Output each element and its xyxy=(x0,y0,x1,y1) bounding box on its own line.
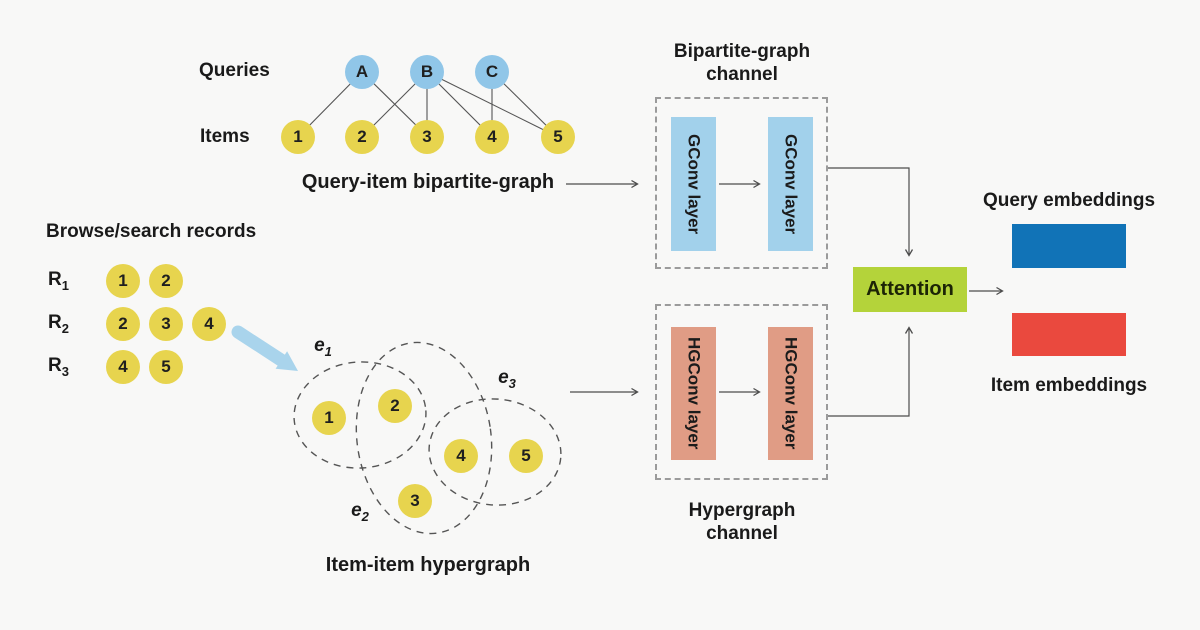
hgconv-layer-1: HGConv layer xyxy=(671,327,716,460)
item-node-3: 3 xyxy=(410,120,444,154)
e2-sub: 2 xyxy=(361,508,369,524)
item-node-2: 2 xyxy=(345,120,379,154)
flow-arrows xyxy=(566,167,1004,417)
hyperedge-e3-ellipse xyxy=(428,398,562,506)
item-node-4: 4 xyxy=(475,120,509,154)
record-R2-item-2: 2 xyxy=(106,307,140,341)
records-to-hypergraph-arrow xyxy=(231,325,298,371)
record-R3-sub: 3 xyxy=(61,363,69,379)
items-label: Items xyxy=(200,126,250,147)
bipartite-channel-box xyxy=(655,97,828,269)
query-node-B: B xyxy=(410,55,444,89)
attention-block: Attention xyxy=(853,267,967,312)
record-R1-sub: 1 xyxy=(61,277,69,293)
hypergraph-node-3: 3 xyxy=(398,484,432,518)
record-label-R1: R1 xyxy=(48,269,69,293)
e1-name: e xyxy=(314,335,325,357)
record-R1-name: R xyxy=(48,269,62,291)
query-embeddings-block xyxy=(1012,224,1126,268)
gconv-layer-1: GConv layer xyxy=(671,117,716,251)
hyperedge-e3-label: e3 xyxy=(498,367,516,391)
hgconv-layer-2: HGConv layer xyxy=(768,327,813,460)
bipartite-channel-title-line1: Bipartite-graph xyxy=(673,41,811,62)
query-node-A: A xyxy=(345,55,379,89)
e1-sub: 1 xyxy=(324,343,332,359)
queries-label: Queries xyxy=(199,60,270,81)
record-R2-name: R xyxy=(48,312,62,334)
hypergraph-node-4: 4 xyxy=(444,439,478,473)
item-embeddings-label: Item embeddings xyxy=(990,375,1148,396)
item-embeddings-block xyxy=(1012,313,1126,356)
e2-name: e xyxy=(351,500,362,522)
e3-sub: 3 xyxy=(508,375,516,391)
bipartite-channel-title-line2: channel xyxy=(706,64,778,85)
record-R2-sub: 2 xyxy=(61,320,69,336)
record-label-R2: R2 xyxy=(48,312,69,336)
e3-name: e xyxy=(498,367,509,389)
hypergraph-caption: Item-item hypergraph xyxy=(325,554,531,576)
hypergraph-channel-title-line2: channel xyxy=(706,523,778,544)
hyperedge-e1-label: e1 xyxy=(314,335,332,359)
item-node-5: 5 xyxy=(541,120,575,154)
arrow-hypergraph-channel-to-attention xyxy=(828,326,914,417)
gconv-layer-2: GConv layer xyxy=(768,117,813,251)
hypergraph-channel-title-line1: Hypergraph xyxy=(688,500,796,521)
hypergraph-node-1: 1 xyxy=(312,401,346,435)
record-R2-item-3: 3 xyxy=(149,307,183,341)
record-R3-name: R xyxy=(48,355,62,377)
record-R1-item-2: 2 xyxy=(149,264,183,298)
arrow-bipartite-channel-to-attention xyxy=(828,167,914,257)
hyperedge-e2-label: e2 xyxy=(351,500,369,524)
record-R1-item-1: 1 xyxy=(106,264,140,298)
record-R2-item-4: 4 xyxy=(192,307,226,341)
hypergraph-channel-box xyxy=(655,304,828,480)
record-R3-item-4: 4 xyxy=(106,350,140,384)
bipartite-graph-caption: Query-item bipartite-graph xyxy=(301,171,555,193)
record-label-R3: R3 xyxy=(48,355,69,379)
hypergraph-node-2: 2 xyxy=(378,389,412,423)
hyperedge-e2-ellipse xyxy=(355,341,493,535)
hypergraph-node-5: 5 xyxy=(509,439,543,473)
browse-records-title: Browse/search records xyxy=(46,221,257,242)
hyperedge-ellipses xyxy=(293,341,562,535)
hyperedge-e1-ellipse xyxy=(293,361,427,469)
item-node-1: 1 xyxy=(281,120,315,154)
query-node-C: C xyxy=(475,55,509,89)
record-R3-item-5: 5 xyxy=(149,350,183,384)
query-embeddings-label: Query embeddings xyxy=(982,190,1156,211)
